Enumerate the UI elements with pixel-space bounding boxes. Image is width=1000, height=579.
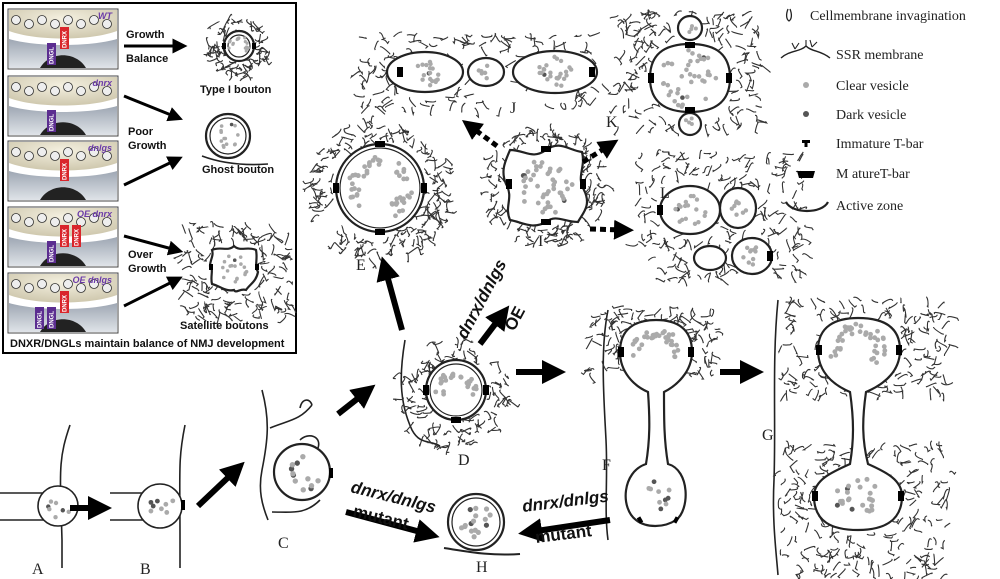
- stage-sequence: [0, 9, 960, 579]
- arrow-b-c: [195, 461, 245, 509]
- satellite-caption: Satellite boutons: [180, 320, 269, 332]
- legend-mature: M atureT-bar: [836, 167, 910, 182]
- arrow-i-j: [461, 120, 499, 149]
- inset-arrow-poor-2: [123, 156, 183, 187]
- growth-label-1: Growth: [126, 29, 165, 41]
- label-i: I: [538, 233, 543, 250]
- f-h-label-2: mutant: [534, 521, 593, 547]
- stage-d: [392, 336, 521, 455]
- label-b: B: [140, 561, 151, 578]
- immature-tbar-icon: [802, 140, 810, 147]
- poor-label-1: Poor: [128, 126, 154, 138]
- stage-l: [625, 149, 814, 287]
- stage-f: [580, 305, 724, 541]
- label-a: A: [32, 561, 44, 578]
- label-g: G: [762, 427, 774, 444]
- legend-immature: Immature T-bar: [836, 137, 924, 152]
- svg-text:DNGL: DNGL: [50, 245, 56, 262]
- over-label-2: Growth: [128, 263, 167, 275]
- ghost-caption: Ghost bouton: [202, 164, 274, 176]
- label-j: J: [510, 100, 516, 117]
- arrow-i-k: [581, 139, 619, 165]
- stage-g: [772, 296, 960, 579]
- label-k: K: [606, 114, 618, 131]
- label-d: D: [458, 452, 470, 469]
- inset-synapse-1: WT DNRX DNGL: [7, 8, 119, 70]
- inset-arrow-over-1: [123, 234, 184, 256]
- svg-text:DNRX: DNRX: [63, 31, 69, 48]
- label-f: F: [602, 457, 611, 474]
- arrow-c-d: [336, 384, 376, 417]
- legend-clear: Clear vesicle: [836, 79, 909, 94]
- stage-b: [110, 424, 186, 568]
- svg-text:DNRX: DNRX: [63, 295, 69, 312]
- f-h-label-1: dnrx/dnlgs: [521, 487, 610, 516]
- svg-text:DNRX: DNRX: [63, 163, 69, 180]
- type-i-bouton: [203, 13, 273, 82]
- stage-c: [259, 389, 333, 521]
- legend: Cellmembrane invagination SSR membrane C…: [780, 8, 966, 214]
- legend-ssr: SSR membrane: [836, 48, 924, 63]
- clear-vesicle-icon: [803, 82, 809, 88]
- inset-arrow-over-2: [123, 276, 183, 308]
- label-e: E: [356, 257, 366, 274]
- d-i-label-2: OE: [501, 303, 529, 334]
- label-l: L: [660, 185, 670, 202]
- active-zone-icon: [785, 201, 829, 213]
- legend-active-zone: Active zone: [836, 199, 903, 214]
- svg-text:DNGL: DNGL: [38, 311, 44, 328]
- over-label-1: Over: [128, 249, 154, 261]
- legend-dark: Dark vesicle: [836, 108, 906, 123]
- label-c: C: [278, 535, 289, 552]
- arrow-f-h: [518, 517, 611, 543]
- svg-text:DNGL: DNGL: [50, 47, 56, 64]
- inset-arrow-poor-1: [123, 94, 183, 122]
- genotype-label-5: OE dnlgs: [72, 275, 112, 285]
- stage-k: [607, 9, 771, 138]
- genotype-label-3: dnlgs: [88, 143, 112, 153]
- arrow-c-h: [345, 509, 440, 543]
- type1-caption: Type I bouton: [200, 84, 272, 96]
- genotype-label-2: dnrx: [92, 78, 112, 88]
- inset-footer: DNXR/DNGLs maintain balance of NMJ devel…: [10, 338, 285, 350]
- poor-label-2: Growth: [128, 140, 167, 152]
- svg-text:DNGL: DNGL: [50, 311, 56, 328]
- svg-text:DNGL: DNGL: [50, 114, 56, 131]
- ssr-membrane-icon: [780, 39, 831, 59]
- mature-tbar-icon: [797, 171, 815, 178]
- genotype-label-1: WT: [98, 11, 113, 21]
- arrow-d-i: [477, 305, 510, 346]
- legend-invagination: Cellmembrane invagination: [810, 9, 966, 24]
- d-i-label-1: dnrx/dnlgs: [453, 256, 511, 342]
- label-h: H: [476, 559, 488, 576]
- arrow-d-e: [376, 256, 405, 331]
- stage-a: [0, 424, 79, 568]
- growth-label-2: Balance: [126, 53, 168, 65]
- ghost-bouton: [201, 112, 269, 166]
- satellite-bouton: [172, 220, 297, 325]
- stage-j: [350, 31, 610, 119]
- stage-h: [443, 492, 521, 556]
- genotype-label-4: OE dnrx: [77, 209, 113, 219]
- arrow-i-l: [589, 219, 634, 240]
- svg-text:DNRX: DNRX: [75, 229, 81, 246]
- stage-i: [479, 123, 615, 248]
- main-arrows: [70, 120, 764, 543]
- membrane-invagination-icon: [785, 8, 793, 22]
- dark-vesicle-icon: [803, 111, 809, 117]
- svg-text:DNRX: DNRX: [63, 229, 69, 246]
- stage-e: [302, 115, 458, 269]
